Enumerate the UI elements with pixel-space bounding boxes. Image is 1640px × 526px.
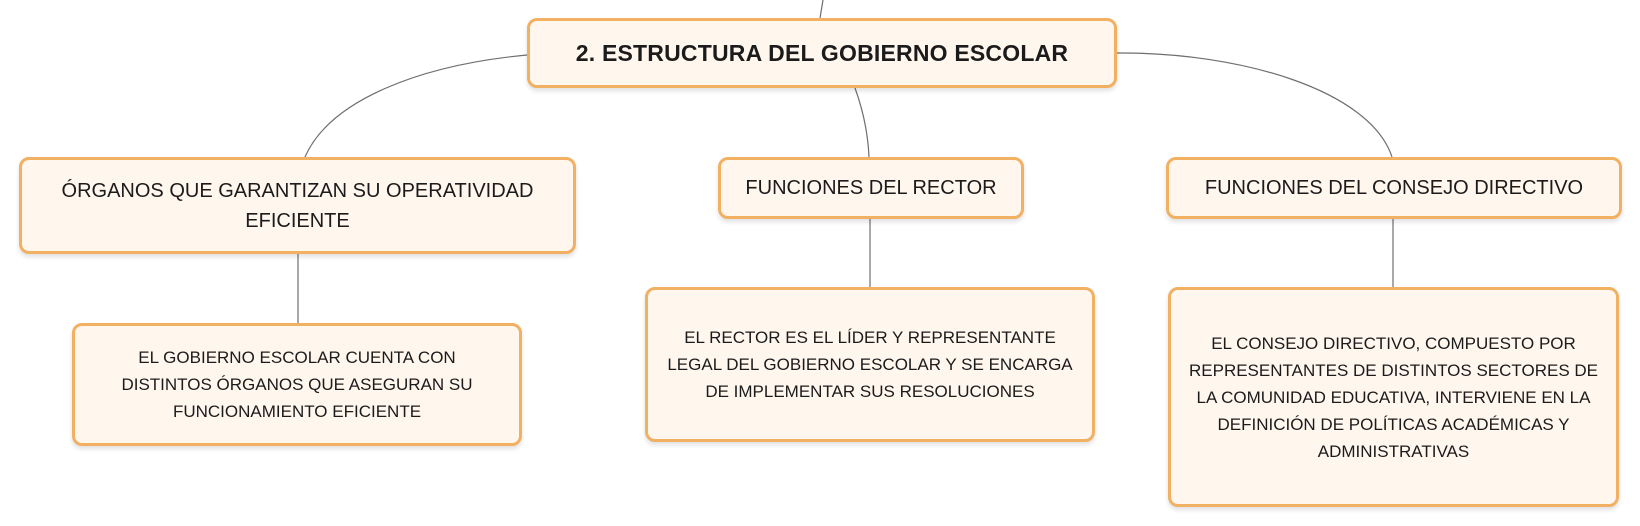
branch-node-label: ÓRGANOS QUE GARANTIZAN SU OPERATIVIDAD E… <box>61 179 534 232</box>
leaf-node-text: EL GOBIERNO ESCOLAR CUENTA CON DISTINTOS… <box>121 348 473 421</box>
connector-root-to-consejo <box>1116 52 1393 158</box>
leaf-node-text: EL CONSEJO DIRECTIVO, COMPUESTO POR REPR… <box>1188 333 1599 461</box>
branch-node-label: FUNCIONES DEL RECTOR <box>745 177 997 199</box>
leaf-node-organos[interactable]: EL GOBIERNO ESCOLAR CUENTA CON DISTINTOS… <box>72 323 522 446</box>
branch-node-consejo[interactable]: FUNCIONES DEL CONSEJO DIRECTIVO <box>1166 157 1622 219</box>
branch-node-organos[interactable]: ÓRGANOS QUE GARANTIZAN SU OPERATIVIDAD E… <box>19 157 576 254</box>
connector-root-to-organos <box>304 54 528 158</box>
branch-node-rector[interactable]: FUNCIONES DEL RECTOR <box>718 157 1024 219</box>
connector-incoming-root <box>819 0 824 19</box>
branch-node-label: FUNCIONES DEL CONSEJO DIRECTIVO <box>1204 177 1584 199</box>
root-node[interactable]: 2. ESTRUCTURA DEL GOBIERNO ESCOLAR <box>527 18 1117 88</box>
connector-root-to-rector <box>854 87 870 158</box>
leaf-node-text: EL RECTOR ES EL LÍDER Y REPRESENTANTE LE… <box>667 328 1073 401</box>
root-node-label: 2. ESTRUCTURA DEL GOBIERNO ESCOLAR <box>575 39 1069 66</box>
leaf-node-consejo[interactable]: EL CONSEJO DIRECTIVO, COMPUESTO POR REPR… <box>1168 287 1619 507</box>
leaf-node-rector[interactable]: EL RECTOR ES EL LÍDER Y REPRESENTANTE LE… <box>645 287 1095 442</box>
